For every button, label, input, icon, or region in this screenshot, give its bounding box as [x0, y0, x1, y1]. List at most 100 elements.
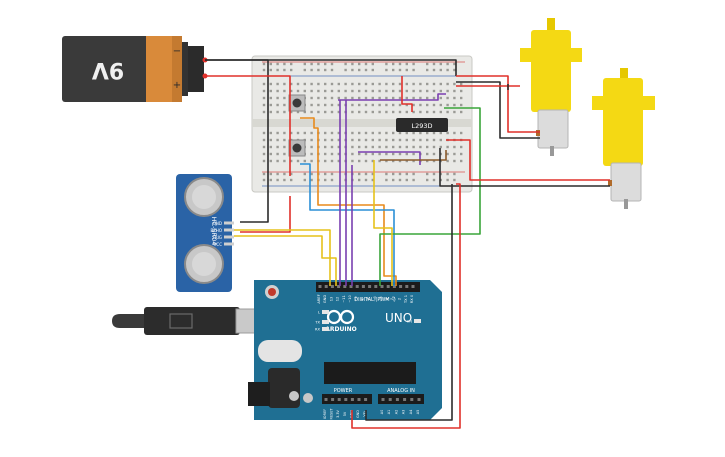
- breadboard-hole: [439, 62, 442, 66]
- breadboard-hole: [276, 178, 279, 182]
- dc-motor-1[interactable]: [520, 18, 582, 156]
- breadboard-hole: [378, 138, 381, 142]
- status-led: [322, 310, 329, 314]
- header-pin: [380, 285, 384, 288]
- breadboard-hole: [303, 178, 306, 182]
- header-pin-label: ~6: [373, 296, 377, 302]
- header-pin: [324, 285, 328, 288]
- breadboard-hole: [460, 82, 463, 86]
- wire: [240, 196, 291, 233]
- breadboard-hole: [337, 82, 340, 86]
- breadboard-hole: [419, 89, 422, 93]
- breadboard-hole: [330, 62, 334, 66]
- breadboard-hole: [358, 62, 361, 66]
- breadboard-hole: [364, 159, 368, 163]
- breadboard-hole: [392, 68, 395, 72]
- header-pin-label: 13: [329, 297, 333, 302]
- breadboard-hole: [378, 89, 381, 93]
- breadboard-hole: [378, 96, 381, 100]
- header-pin-label: Vin: [363, 411, 367, 416]
- breadboard-hole: [317, 89, 320, 93]
- breadboard-hole: [378, 152, 381, 156]
- header-pin-label: 3.3V: [336, 409, 340, 417]
- breadboard-hole: [378, 110, 381, 114]
- breadboard-hole: [419, 145, 422, 149]
- breadboard-hole: [432, 178, 436, 182]
- breadboard-hole: [276, 138, 279, 142]
- breadboard-hole: [385, 68, 388, 72]
- breadboard-hole: [432, 82, 436, 86]
- wire: [373, 160, 393, 286]
- breadboard-hole: [290, 62, 293, 66]
- breadboard-hole: [392, 131, 395, 135]
- breadboard-hole: [426, 62, 429, 66]
- breadboard-hole: [453, 145, 456, 149]
- breadboard-hole: [303, 131, 306, 135]
- breadboard-hole: [310, 68, 313, 72]
- push-button-2[interactable]: [288, 139, 306, 157]
- breadboard-hole: [358, 110, 361, 114]
- breadboard-hole: [276, 159, 279, 163]
- breadboard-hole: [269, 103, 272, 107]
- breadboard-hole: [453, 96, 456, 100]
- breadboard-hole: [460, 152, 463, 156]
- header-pin: [350, 398, 354, 401]
- breadboard-hole: [303, 89, 306, 93]
- breadboard-hole: [398, 62, 402, 66]
- header-pin: [411, 285, 415, 288]
- header-pin-label: ~5: [379, 296, 383, 301]
- breadboard-hole: [262, 178, 266, 182]
- breadboard-hole: [317, 82, 320, 86]
- breadboard-hole: [310, 152, 313, 156]
- breadboard-hole: [337, 145, 340, 149]
- breadboard[interactable]: [251, 55, 473, 193]
- breadboard-hole: [446, 172, 449, 176]
- breadboard-hole: [330, 131, 334, 135]
- breadboard-hole: [296, 89, 300, 93]
- breadboard-hole: [439, 89, 442, 93]
- header-pin: [337, 398, 341, 401]
- breadboard-hole: [385, 103, 388, 107]
- breadboard-hole: [330, 152, 334, 156]
- battery-minus-label: −: [173, 46, 181, 57]
- dc-motor-2[interactable]: [592, 68, 655, 209]
- motor-driver-ic[interactable]: L293D: [396, 118, 448, 132]
- breadboard-hole: [412, 172, 415, 176]
- breadboard-hole: [439, 145, 442, 149]
- header-pin-label: ~3: [391, 296, 395, 301]
- breadboard-hole: [385, 82, 388, 86]
- breadboard-hole: [439, 82, 442, 86]
- breadboard-hole: [446, 103, 449, 107]
- breadboard-hole: [269, 62, 272, 66]
- breadboard-hole: [283, 103, 286, 107]
- breadboard-hole: [296, 82, 300, 86]
- breadboard-hole: [324, 62, 327, 66]
- push-button-1[interactable]: [288, 94, 306, 112]
- breadboard-hole: [432, 152, 436, 156]
- breadboard-hole: [310, 172, 313, 176]
- battery-9v[interactable]: 9V − +: [62, 36, 208, 102]
- breadboard-hole: [351, 138, 354, 142]
- breadboard-hole: [330, 172, 334, 176]
- breadboard-hole: [385, 145, 388, 149]
- header-pin: [344, 398, 348, 401]
- breadboard-hole: [310, 131, 313, 135]
- breadboard-hole: [303, 172, 306, 176]
- header-pin-label: 5V: [343, 411, 347, 416]
- breadboard-hole: [385, 62, 388, 66]
- breadboard-hole: [310, 178, 313, 182]
- breadboard-hole: [453, 89, 456, 93]
- breadboard-hole: [398, 152, 402, 156]
- header-pin-label: ~11: [342, 295, 346, 303]
- breadboard-hole: [324, 82, 327, 86]
- breadboard-hole: [317, 110, 320, 114]
- breadboard-hole: [419, 138, 422, 142]
- breadboard-hole: [330, 145, 334, 149]
- breadboard-hole: [432, 159, 436, 163]
- arduino-logo: [326, 309, 355, 325]
- status-led-label: TX: [314, 321, 320, 325]
